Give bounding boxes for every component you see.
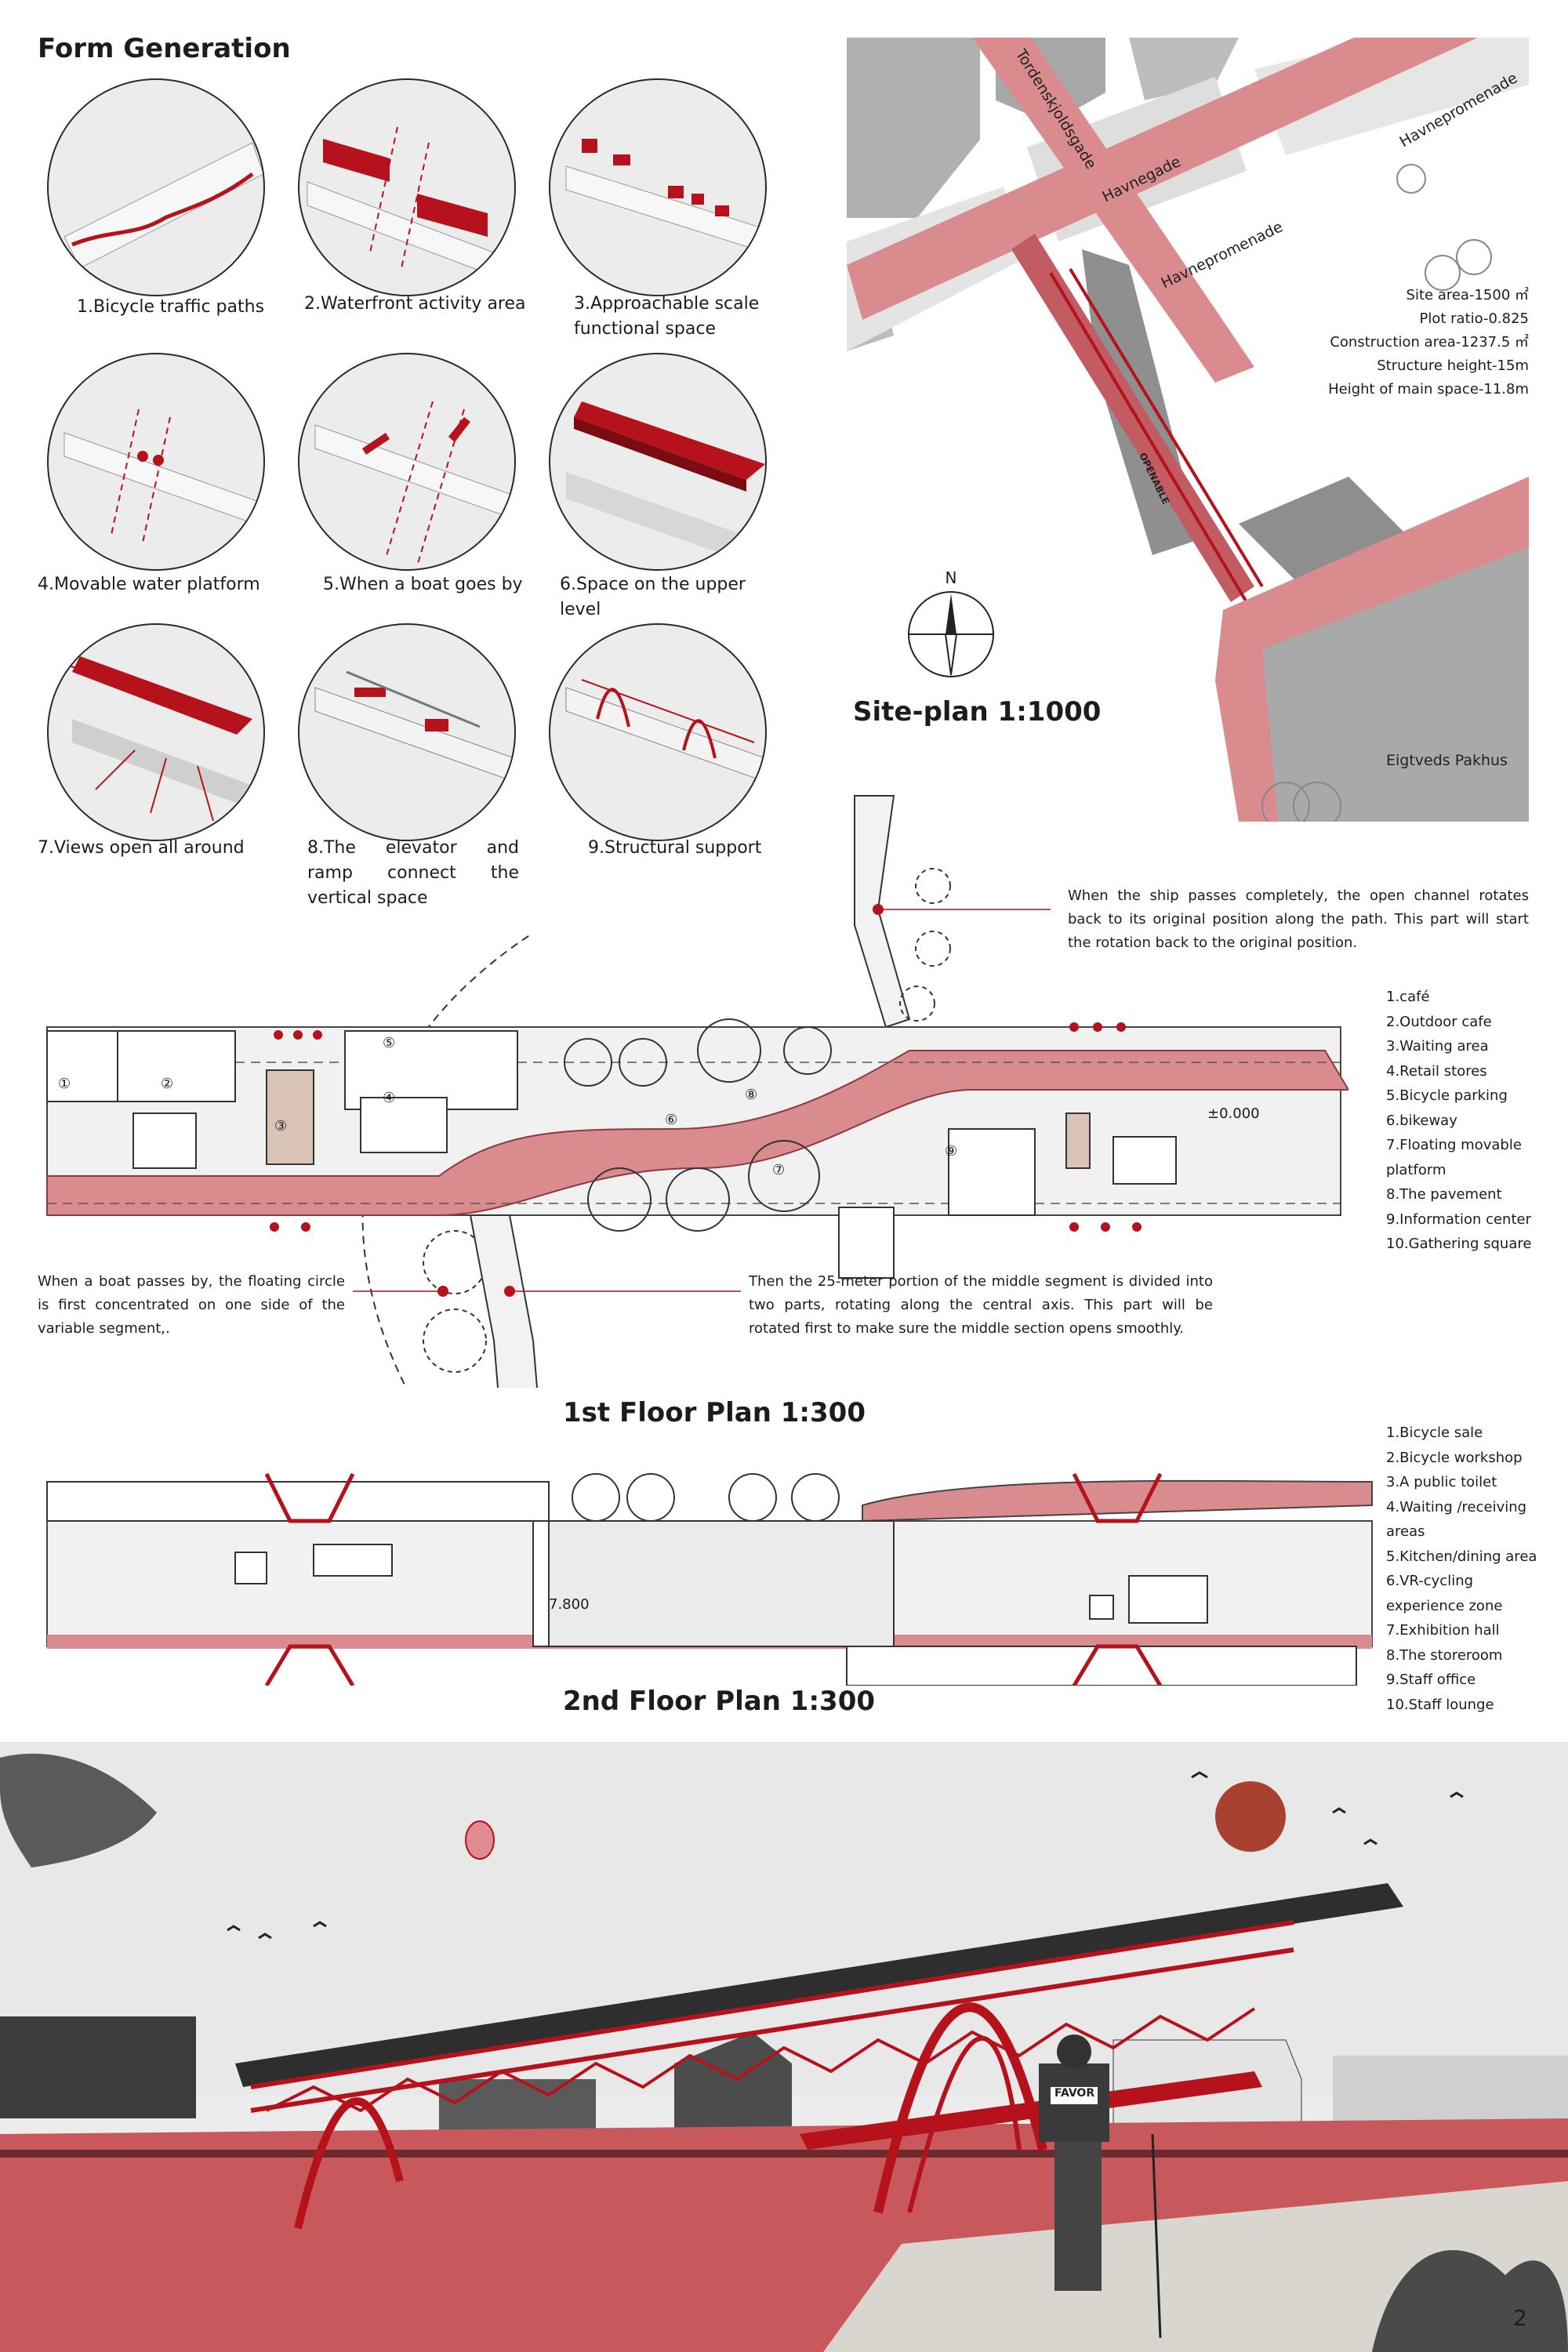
marker-1: ① bbox=[58, 1076, 71, 1092]
marker-6: ⑥ bbox=[665, 1112, 678, 1128]
street-label-havnegade: Havnegade bbox=[1100, 153, 1184, 205]
legend-2-1: 1.Bicycle sale bbox=[1386, 1425, 1483, 1441]
second-floor-plan-drawing bbox=[31, 1466, 1380, 1687]
legend-1-3: 3.Waiting area bbox=[1386, 1038, 1489, 1054]
first-floor-title: 1st Floor Plan 1:300 bbox=[563, 1397, 866, 1428]
legend-2-4: 4.Waiting /receiving areas bbox=[1386, 1498, 1527, 1541]
second-floor-legend: 1.Bicycle sale 2.Bicycle workshop 3.A pu… bbox=[1386, 1421, 1543, 1717]
note-middle-segment: Then the 25-meter portion of the middle … bbox=[749, 1273, 1213, 1337]
street-label-tordenskjoldsgade: Tordenskjoldsgade bbox=[1011, 45, 1099, 172]
stat-structure-height: Structure height-15m bbox=[1377, 358, 1529, 374]
bag-brand-label: FAVOR bbox=[1054, 2087, 1095, 2100]
site-plan-labels: Tordenskjoldsgade Havnegade Havnepromena… bbox=[1011, 45, 1521, 769]
legend-2-3: 3.A public toilet bbox=[1386, 1474, 1497, 1490]
legend-2-5: 5.Kitchen/dining area bbox=[1386, 1548, 1537, 1565]
stat-construction-area: Construction area-1237.5 ㎡ bbox=[1330, 334, 1529, 350]
marker-3: ③ bbox=[274, 1118, 288, 1134]
legend-1-1: 1.café bbox=[1386, 989, 1430, 1005]
step-2-caption: 2.Waterfront activity area bbox=[304, 294, 526, 314]
street-label-havnepromenade-2: Havnepromenade bbox=[1397, 69, 1521, 151]
step-1-diagram bbox=[47, 78, 265, 296]
step-7-diagram bbox=[47, 623, 265, 841]
step-8-diagram bbox=[298, 623, 516, 841]
legend-1-10: 10.Gathering square bbox=[1386, 1236, 1532, 1252]
step-8-caption: 8.The elevator and ramp connect the vert… bbox=[307, 838, 519, 908]
legend-2-7: 7.Exhibition hall bbox=[1386, 1622, 1500, 1639]
note-ship-passed: When the ship passes completely, the ope… bbox=[1068, 887, 1529, 951]
step-9-caption: 9.Structural support bbox=[588, 838, 762, 858]
level-marker-ground: ±0.000 bbox=[1207, 1105, 1260, 1122]
step-1-caption: 1.Bicycle traffic paths bbox=[77, 297, 265, 317]
step-3-diagram bbox=[549, 78, 767, 296]
legend-1-5: 5.Bicycle parking bbox=[1386, 1087, 1508, 1104]
legend-2-10: 10.Staff lounge bbox=[1386, 1696, 1494, 1713]
step-6-caption: 6.Space on the upper level bbox=[560, 575, 746, 619]
legend-2-9: 9.Staff office bbox=[1386, 1671, 1476, 1688]
legend-1-2: 2.Outdoor cafe bbox=[1386, 1013, 1492, 1030]
step-2-diagram bbox=[298, 78, 516, 296]
step-7-caption: 7.Views open all around bbox=[38, 838, 245, 858]
marker-9: ⑨ bbox=[945, 1143, 958, 1160]
openable-label: OPENABLE bbox=[1137, 451, 1171, 506]
marker-7: ⑦ bbox=[772, 1162, 786, 1178]
stat-plot-ratio: Plot ratio-0.825 bbox=[1419, 310, 1529, 327]
marker-4: ④ bbox=[383, 1090, 396, 1106]
legend-2-2: 2.Bicycle workshop bbox=[1386, 1449, 1523, 1466]
step-5-diagram bbox=[298, 353, 516, 571]
marker-8: ⑧ bbox=[745, 1087, 758, 1103]
legend-1-4: 4.Retail stores bbox=[1386, 1062, 1487, 1080]
site-plan-map bbox=[847, 38, 1529, 822]
first-floor-plan-drawing bbox=[31, 792, 1350, 1436]
marker-2: ② bbox=[161, 1076, 174, 1092]
step-6-diagram bbox=[549, 353, 767, 571]
street-label-eigtveds-pakhus: Eigtveds Pakhus bbox=[1386, 752, 1508, 769]
first-floor-legend: 1.café 2.Outdoor cafe 3.Waiting area 4.R… bbox=[1386, 985, 1535, 1257]
form-generation-title: Form Generation bbox=[38, 33, 291, 64]
site-plan-title: Site-plan 1:1000 bbox=[853, 696, 1102, 728]
stat-main-space-height: Height of main space-11.8m bbox=[1328, 381, 1529, 397]
legend-2-8: 8.The storeroom bbox=[1386, 1646, 1503, 1664]
step-9-diagram bbox=[549, 623, 767, 841]
perspective-rendering bbox=[0, 1742, 1568, 2352]
marker-5: ⑤ bbox=[383, 1035, 396, 1051]
street-label-havnepromenade-1: Havnepromenade bbox=[1159, 218, 1286, 292]
legend-2-6: 6.VR-cycling experience zone bbox=[1386, 1573, 1503, 1614]
stat-site-area: Site area-1500 ㎡ bbox=[1406, 287, 1529, 303]
step-4-caption: 4.Movable water platform bbox=[38, 575, 260, 594]
level-marker-second: 7.800 bbox=[549, 1596, 590, 1613]
north-arrow: N bbox=[900, 568, 1002, 682]
legend-1-7: 7.Floating movable platform bbox=[1386, 1137, 1522, 1178]
compass-icon bbox=[908, 591, 994, 677]
north-label: N bbox=[945, 568, 957, 587]
page-number: 2 bbox=[1513, 2305, 1527, 2331]
legend-1-9: 9.Information center bbox=[1386, 1210, 1532, 1228]
legend-1-6: 6.bikeway bbox=[1386, 1112, 1457, 1129]
second-floor-title: 2nd Floor Plan 1:300 bbox=[563, 1686, 876, 1717]
step-3-caption: 3.Approachable scale functional space bbox=[574, 294, 760, 339]
step-5-caption: 5.When a boat goes by bbox=[323, 575, 523, 594]
legend-1-8: 8.The pavement bbox=[1386, 1186, 1502, 1203]
note-boat-passes: When a boat passes by, the floating circ… bbox=[38, 1273, 345, 1337]
site-stats: Site area-1500 ㎡ Plot ratio-0.825 Constr… bbox=[1301, 284, 1529, 401]
step-4-diagram bbox=[47, 353, 265, 571]
